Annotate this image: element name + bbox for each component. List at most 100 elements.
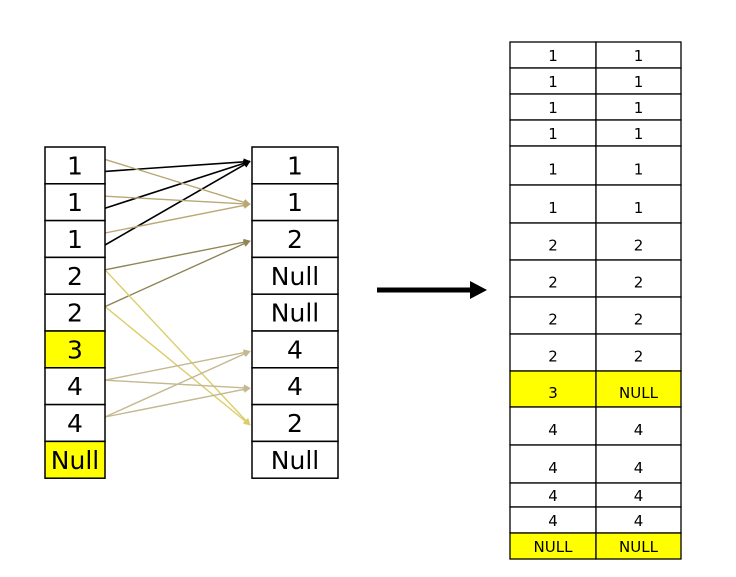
result-cell-left — [509, 296, 597, 335]
middle-cell-value: 1 — [287, 151, 303, 180]
result-cell-value: 1 — [634, 199, 644, 217]
result-cell-value: NULL — [619, 384, 659, 402]
result-cell-value: 2 — [548, 348, 558, 366]
result-cell-value: 4 — [634, 487, 644, 505]
left-cell-value: Null — [51, 446, 99, 475]
result-cell-value: 4 — [634, 512, 644, 530]
result-cell-value: 1 — [548, 99, 558, 117]
mapping-arrow — [104, 158, 251, 206]
result-cell-value: 2 — [634, 274, 644, 292]
middle-cell — [251, 293, 339, 332]
middle-cell-value: 4 — [287, 335, 303, 364]
result-cell-value: 4 — [548, 512, 558, 530]
left-cell-value: 1 — [67, 151, 83, 180]
mapping-arrow — [104, 240, 251, 308]
left-cell-value: 1 — [67, 188, 83, 217]
result-cell-value: 2 — [548, 311, 558, 329]
result-cell-value: NULL — [619, 538, 659, 556]
middle-cell — [251, 440, 339, 479]
middle-cell-value: 2 — [287, 225, 303, 254]
mapping-arrow — [104, 349, 251, 381]
left-cell — [44, 440, 106, 479]
middle-cell — [251, 146, 339, 185]
mapping-arrow — [104, 195, 251, 208]
middle-cell-value: Null — [271, 299, 319, 328]
result-cell-right — [595, 259, 682, 298]
result-cell-right — [595, 333, 682, 372]
result-cell-left — [509, 259, 597, 298]
result-cell-left — [509, 444, 597, 484]
mapping-arrow — [104, 160, 251, 246]
result-cell-right — [595, 532, 682, 560]
result-cell-value: 4 — [548, 421, 558, 439]
mapping-arrow — [104, 158, 251, 173]
result-cell-value: 1 — [548, 47, 558, 65]
left-cell-value: 2 — [67, 299, 83, 328]
result-cell-right — [595, 370, 682, 408]
result-cell-value: 2 — [634, 311, 644, 329]
result-cell-right — [595, 444, 682, 484]
result-cell-left — [509, 184, 597, 224]
left-cell-value: 1 — [67, 225, 83, 254]
result-arrow — [377, 281, 487, 299]
result-cell-value: 2 — [634, 348, 644, 366]
result-cell-value: 2 — [548, 237, 558, 255]
result-cell-value: 4 — [548, 487, 558, 505]
middle-cell — [251, 403, 339, 443]
result-cell-value: 4 — [548, 459, 558, 477]
result-cell-value: 1 — [634, 161, 644, 179]
middle-cell-value: Null — [271, 446, 319, 475]
result-cell-right — [595, 119, 682, 147]
result-cell-value: 2 — [548, 274, 558, 292]
result-cell-value: 1 — [548, 199, 558, 217]
left-cell — [44, 219, 106, 259]
result-cell-right — [595, 41, 682, 69]
middle-cell-value: 4 — [287, 372, 303, 401]
mapping-arrow — [104, 269, 251, 426]
result-cell-right — [595, 296, 682, 335]
left-cell — [44, 293, 106, 332]
left-cell — [44, 403, 106, 443]
middle-cell-value: 2 — [287, 409, 303, 438]
mapping-arrow — [104, 238, 251, 271]
left-cell-value: 4 — [67, 372, 83, 401]
result-cell-value: 2 — [634, 237, 644, 255]
mapping-arrow — [104, 385, 251, 418]
mapping-arrow — [104, 201, 251, 234]
left-cell-value: 4 — [67, 409, 83, 438]
middle-cell-value: 1 — [287, 188, 303, 217]
left-cell — [44, 183, 106, 222]
result-cell-value: 1 — [548, 73, 558, 91]
mapping-arrows — [104, 158, 251, 426]
result-cell-value: 1 — [548, 125, 558, 143]
result-cell-value: 4 — [634, 421, 644, 439]
result-cell-left — [509, 532, 597, 560]
result-cell-left — [509, 506, 597, 534]
result-cell-right — [595, 222, 682, 261]
left-cell — [44, 330, 106, 369]
middle-cell — [251, 367, 339, 406]
result-cell-value: 4 — [634, 459, 644, 477]
left-cell-value: 3 — [67, 335, 83, 364]
result-cell-left — [509, 93, 597, 121]
result-cell-value: 1 — [634, 125, 644, 143]
result-arrow-head — [470, 281, 487, 299]
result-cell-value: NULL — [534, 538, 574, 556]
result-cell-right — [595, 506, 682, 534]
result-cell-right — [595, 482, 682, 508]
result-cell-left — [509, 370, 597, 408]
mapping-arrow — [104, 379, 251, 392]
middle-cell — [251, 219, 339, 259]
result-cell-left — [509, 145, 597, 186]
result-cell-value: 1 — [548, 161, 558, 179]
result-cell-value: 3 — [548, 384, 558, 402]
result-cell-left — [509, 119, 597, 147]
result-cell-left — [509, 41, 597, 69]
result-cell-value: 1 — [634, 99, 644, 117]
left-cell-value: 2 — [67, 262, 83, 291]
middle-cell-value: Null — [271, 262, 319, 291]
